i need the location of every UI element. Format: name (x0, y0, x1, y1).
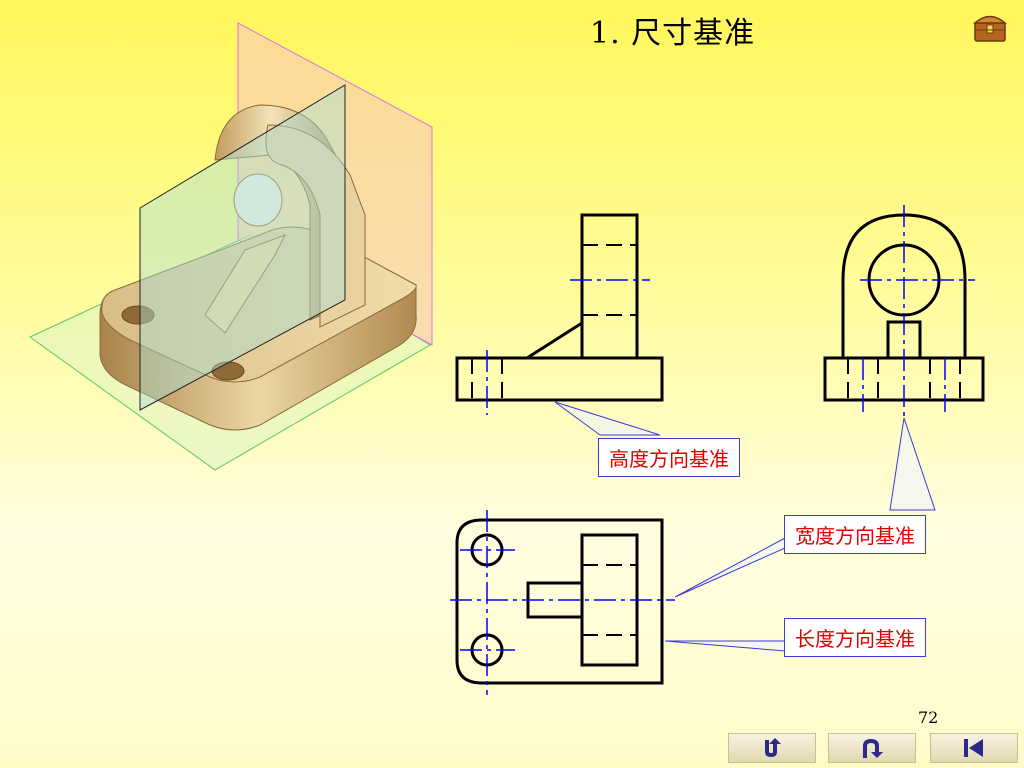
first-page-button[interactable] (930, 733, 1018, 763)
return-arrow-icon (765, 738, 781, 757)
first-page-icon (964, 739, 983, 757)
back-arrow-icon (863, 739, 883, 758)
vertical-datum-plane-transparent (139, 84, 346, 411)
height-datum-label: 高度方向基准 (598, 438, 740, 477)
front-view (455, 213, 664, 402)
width-datum-label: 宽度方向基准 (784, 515, 926, 554)
isometric-part-illustration (29, 22, 433, 471)
page-number: 72 (918, 708, 939, 727)
return-button[interactable] (728, 733, 816, 763)
length-datum-label: 长度方向基准 (784, 618, 926, 657)
orthographic-drawing (450, 205, 985, 695)
treasure-chest-icon[interactable] (972, 10, 1008, 44)
slide-title: 1. 尺寸基准 (590, 16, 756, 51)
back-button[interactable] (828, 733, 916, 763)
